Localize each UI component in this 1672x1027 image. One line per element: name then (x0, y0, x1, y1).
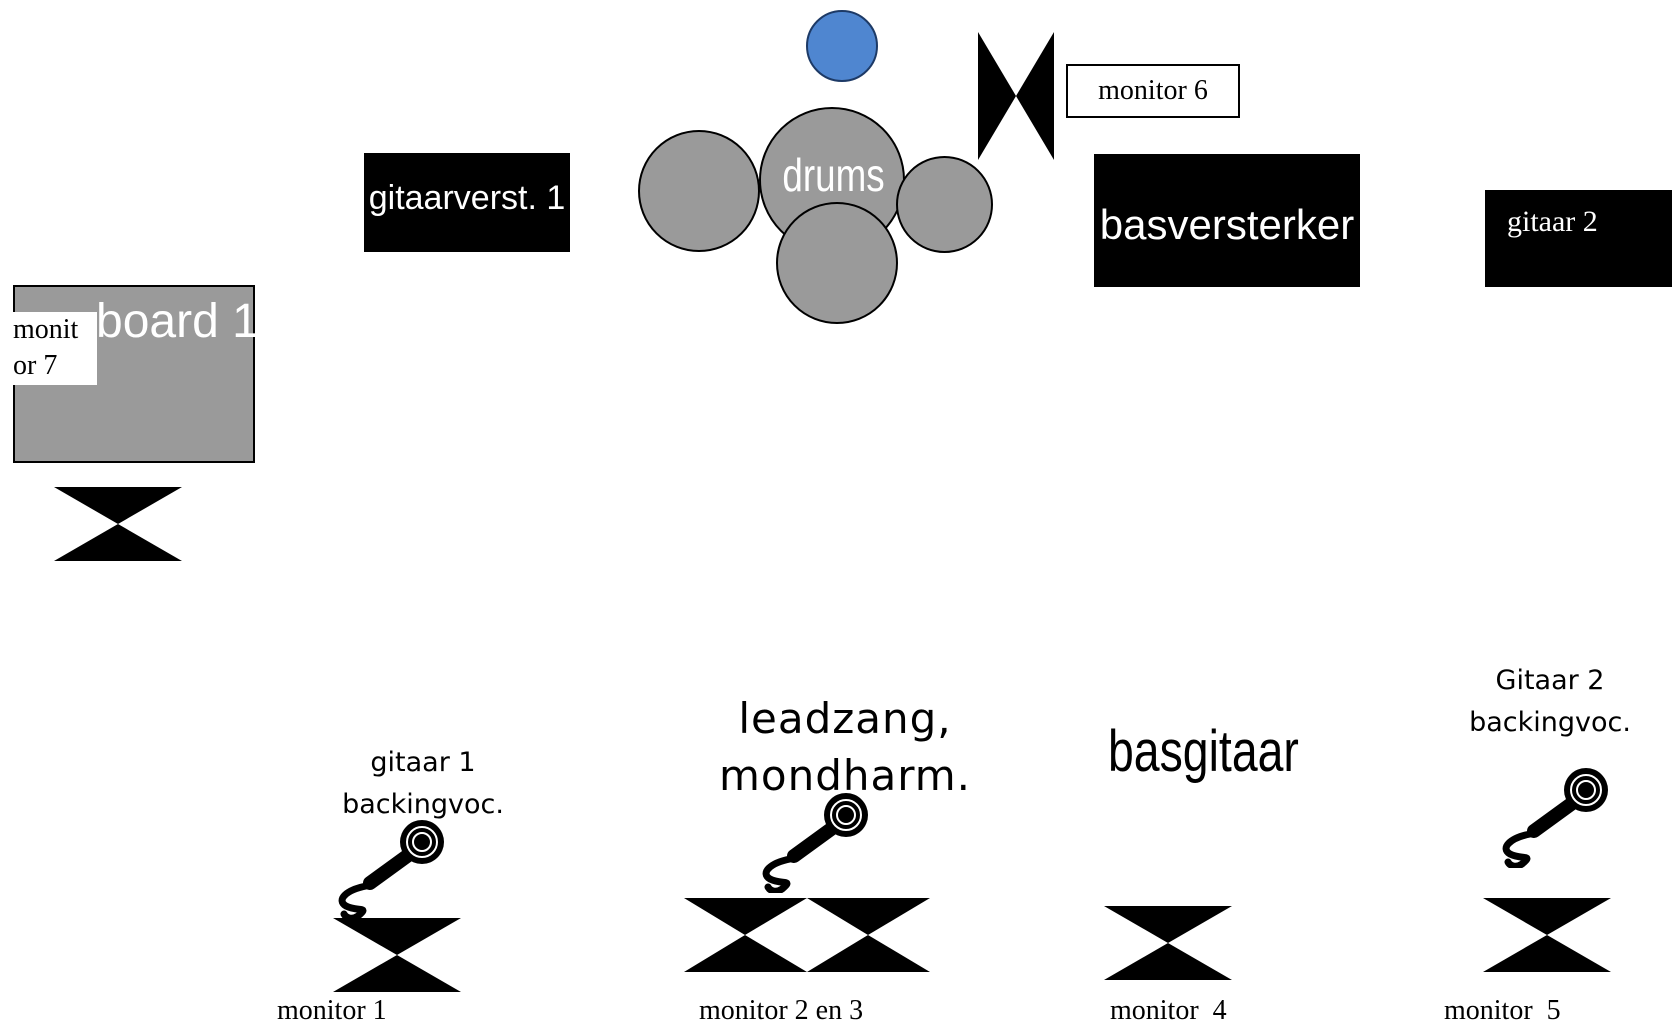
monitor-2-3-wedge-icon (684, 898, 930, 972)
keyboard-label: board 1 (96, 295, 259, 348)
monitor-5-label: monitor 5 (1444, 995, 1561, 1026)
monitor-1-label: monitor 1 (277, 995, 387, 1026)
microphone-icon (1502, 768, 1608, 868)
drums-label: drums (782, 149, 885, 201)
drum-tom (896, 156, 993, 253)
bass-amp: basversterker (1094, 154, 1360, 287)
bass-amp-label: basversterker (1099, 201, 1355, 248)
drummer-position-marker (806, 10, 878, 82)
monitor-6-label: monitor 6 (1098, 75, 1208, 106)
monitor-7-label: monit or 7 (13, 312, 97, 385)
drum-snare (776, 202, 898, 324)
monitor-2-3-label: monitor 2 en 3 (699, 995, 864, 1026)
monitor-6-wedge-icon (978, 32, 1054, 160)
monitor-1-wedge-icon (333, 918, 461, 992)
monitor-5-wedge-icon (1483, 898, 1611, 972)
microphone-icon (338, 820, 444, 920)
guitar-amp-1: gitaarverst. 1 (364, 153, 570, 252)
guitar-2-amp: gitaar 2 (1485, 190, 1672, 287)
monitor-4-label: monitor 4 (1110, 995, 1227, 1026)
guitar-2-amp-label: gitaar 2 (1507, 205, 1598, 238)
lead-vocal-label: leadzang, mondharm. (718, 694, 972, 800)
guitar1-vocal-label: gitaar 1 backingvoc. (342, 747, 504, 820)
monitor-7-wedge-icon (54, 487, 182, 561)
guitar2-vocal-label: Gitaar 2 backingvoc. (1469, 665, 1631, 738)
bass-guitar-label: basgitaar (1108, 719, 1299, 784)
microphone-icon (762, 793, 868, 893)
monitor-6-label-box: monitor 6 (1066, 64, 1240, 118)
guitar-amp-1-label: gitaarverst. 1 (368, 179, 566, 217)
monitor-4-wedge-icon (1104, 906, 1232, 980)
drum-floor-tom (638, 130, 760, 252)
